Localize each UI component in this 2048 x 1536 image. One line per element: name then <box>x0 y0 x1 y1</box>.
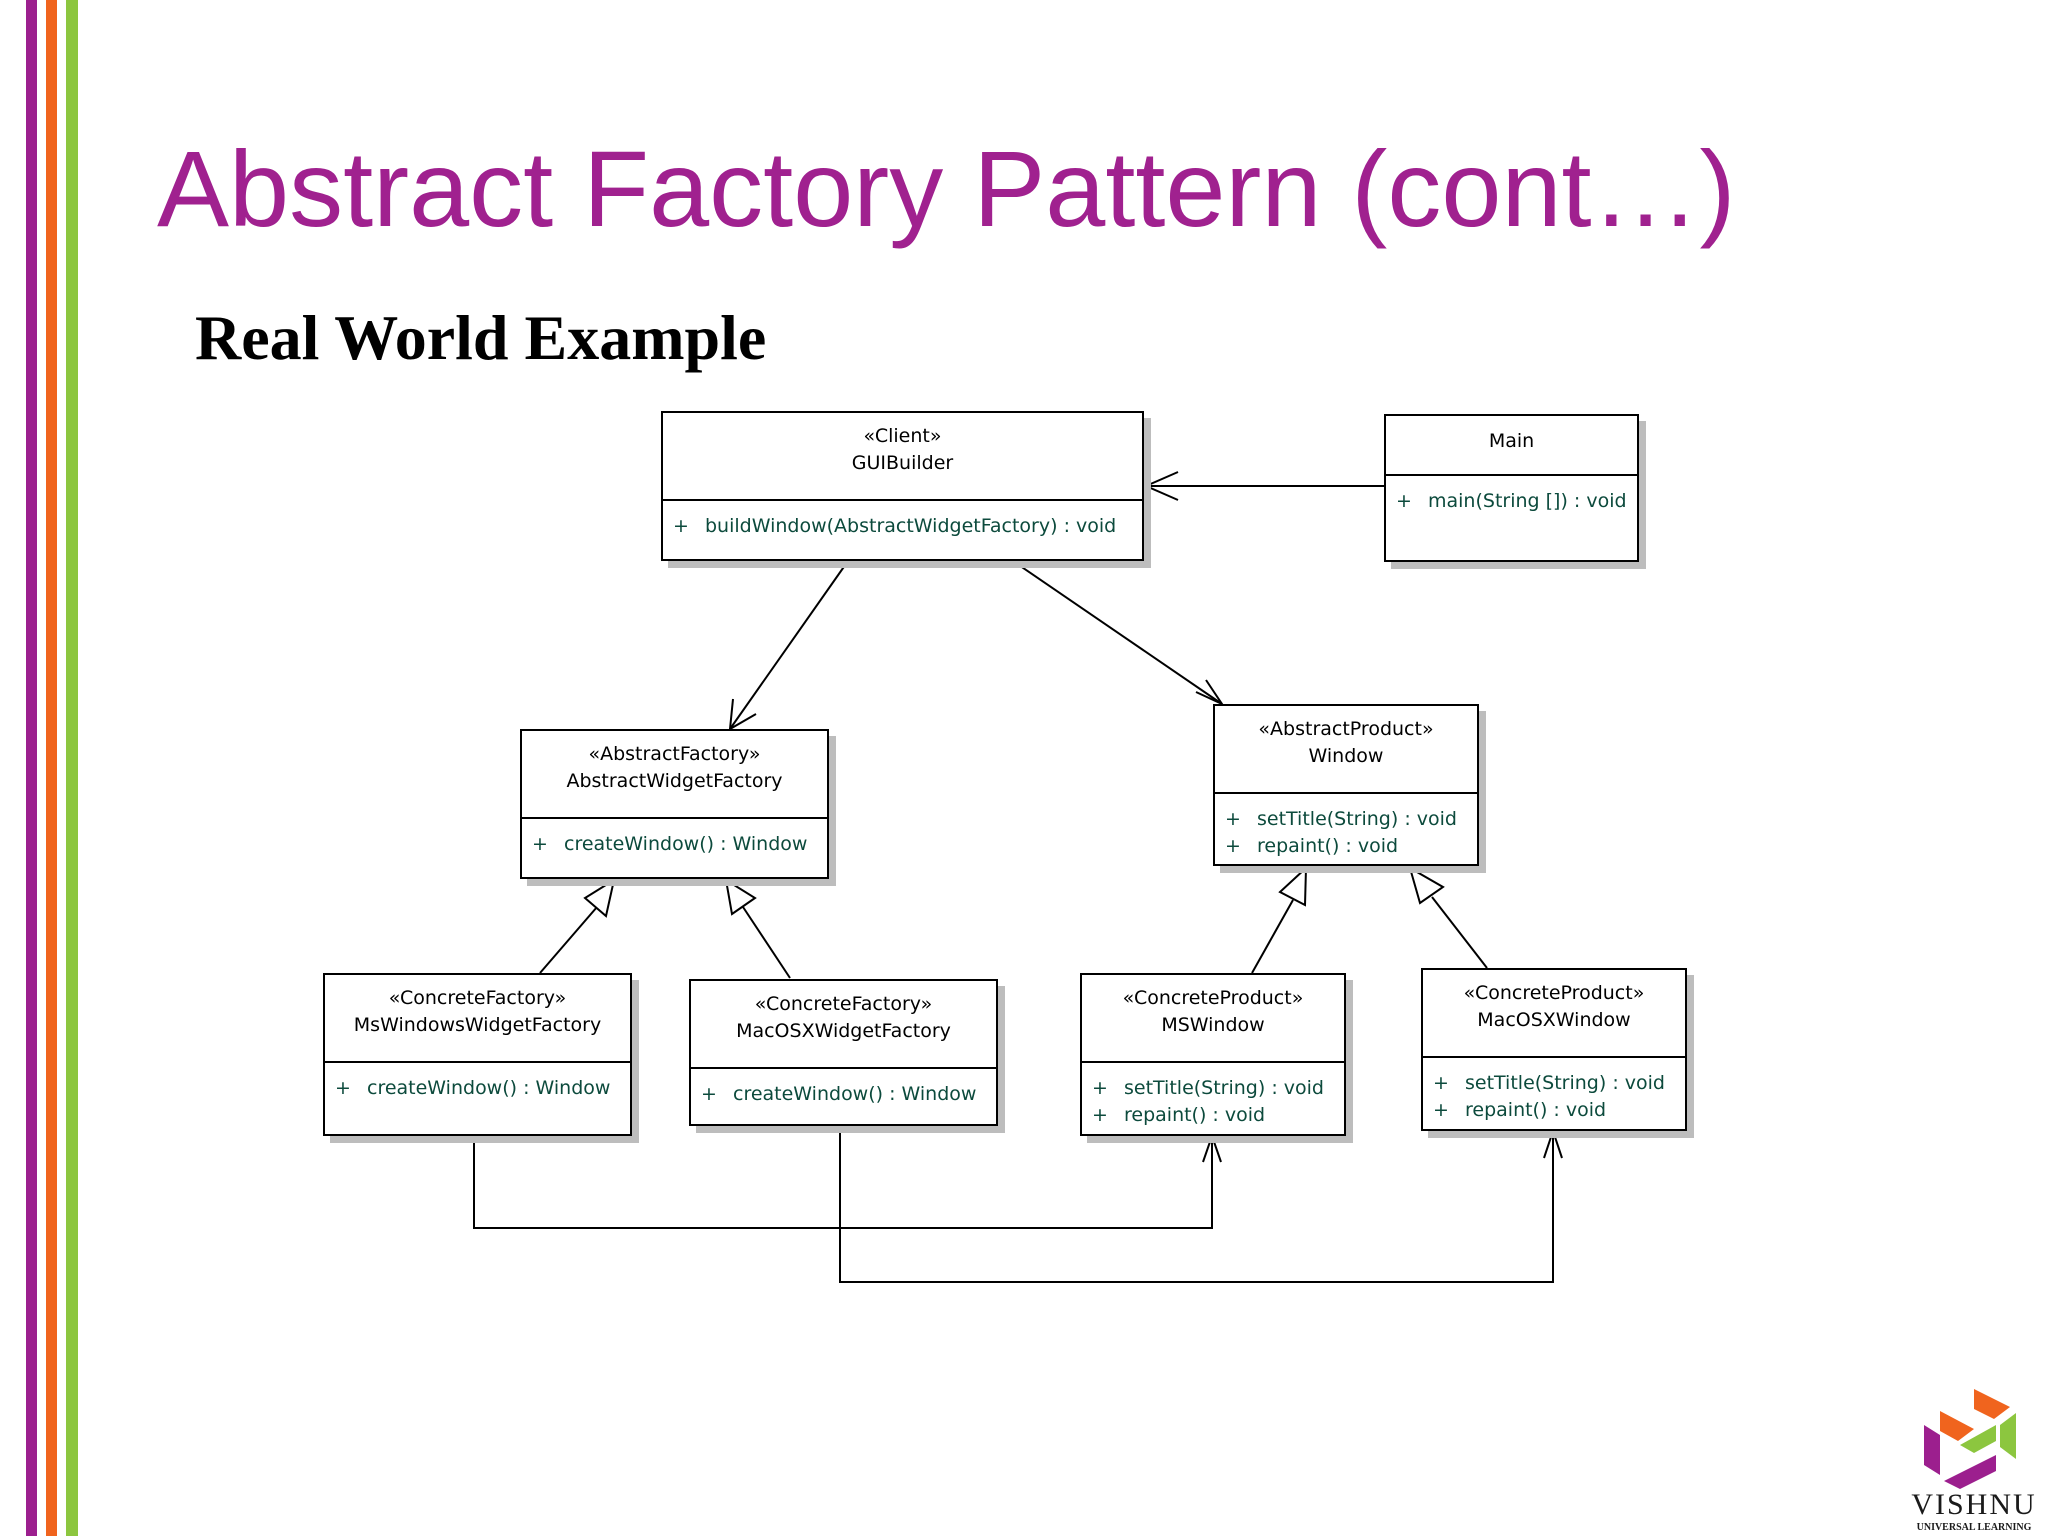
class-name: Main <box>1488 430 1535 452</box>
slide-title: Abstract Factory Pattern (cont…) <box>157 128 1736 249</box>
assoc-guibuilder-window <box>1012 560 1223 705</box>
triangle-mswindow <box>1278 865 1308 907</box>
class-window: «AbstractProduct» Window +setTitle(Strin… <box>1213 704 1479 866</box>
operation: +main(String []) : void <box>1396 490 1627 512</box>
class-name: MSWindow <box>1161 1014 1265 1036</box>
class-header: Main <box>1386 416 1637 474</box>
class-header: «AbstractFactory» AbstractWidgetFactory <box>522 731 827 817</box>
class-mswindow: «ConcreteProduct» MSWindow +setTitle(Str… <box>1080 973 1346 1136</box>
triangle-macosxwindow <box>1408 865 1445 905</box>
operation: +createWindow() : Window <box>532 833 808 855</box>
class-name: MsWindowsWidgetFactory <box>353 1014 602 1036</box>
class-abstractwidgetfactory: «AbstractFactory» AbstractWidgetFactory … <box>520 729 829 879</box>
assoc-guibuilder-factory <box>729 560 849 730</box>
operations: +createWindow() : Window <box>522 817 827 866</box>
operation: +setTitle(String) : void <box>1225 808 1457 830</box>
stereotype: «ConcreteProduct» <box>1122 987 1304 1009</box>
class-name: MacOSXWidgetFactory <box>736 1020 951 1042</box>
slide-subtitle: Real World Example <box>195 302 767 373</box>
class-macosxwindow: «ConcreteProduct» MacOSXWindow +setTitle… <box>1421 968 1687 1131</box>
stereotype: «ConcreteFactory» <box>388 987 567 1009</box>
class-guibuilder: «Client» GUIBuilder +buildWindow(Abstrac… <box>661 411 1144 561</box>
accent-stripe-orange <box>46 0 57 1536</box>
logo-tagline: UNIVERSAL LEARNING <box>1916 1522 2032 1533</box>
stereotype: «ConcreteFactory» <box>754 993 933 1015</box>
generalization-macosxfactory <box>742 906 791 979</box>
triangle-mswindowsfactory <box>583 877 616 918</box>
logo-name: VISHNU <box>1911 1488 2037 1521</box>
class-header: «ConcreteProduct» MSWindow <box>1082 975 1344 1061</box>
generalization-mswindowsfactory <box>539 906 598 974</box>
class-main: Main +main(String []) : void <box>1384 414 1639 562</box>
arrowhead-mswindow <box>1202 1132 1222 1163</box>
operation: +repaint() : void <box>1092 1104 1266 1126</box>
logo-mark-icon <box>1924 1389 2016 1489</box>
operation: +setTitle(String) : void <box>1092 1077 1324 1099</box>
stereotype: «Client» <box>863 425 942 447</box>
class-name: MacOSXWindow <box>1477 1009 1631 1031</box>
operation: +createWindow() : Window <box>701 1083 977 1105</box>
operation: +createWindow() : Window <box>335 1077 611 1099</box>
class-name: Window <box>1308 745 1384 767</box>
generalization-macosxwindow <box>1431 896 1488 969</box>
class-macosxwidgetfactory: «ConcreteFactory» MacOSXWidgetFactory +c… <box>689 979 998 1126</box>
class-header: «ConcreteFactory» MsWindowsWidgetFactory <box>325 975 630 1061</box>
operation: +setTitle(String) : void <box>1433 1072 1665 1094</box>
class-header: «Client» GUIBuilder <box>663 413 1142 499</box>
operations: +createWindow() : Window <box>691 1067 996 1116</box>
operations: +buildWindow(AbstractWidgetFactory) : vo… <box>663 499 1142 548</box>
operation: +buildWindow(AbstractWidgetFactory) : vo… <box>673 515 1117 537</box>
generalization-mswindow <box>1251 899 1294 974</box>
triangle-macosxfactory <box>724 877 757 916</box>
operation: +repaint() : void <box>1225 835 1399 857</box>
dependency-macosxfactory-macosxwindow <box>839 1126 1554 1283</box>
operations: +setTitle(String) : void +repaint() : vo… <box>1215 792 1477 868</box>
arrowhead-guibuilder <box>1143 471 1179 501</box>
stereotype: «AbstractFactory» <box>588 743 761 765</box>
accent-stripe-purple <box>26 0 37 1536</box>
operations: +main(String []) : void <box>1386 474 1637 523</box>
class-header: «ConcreteFactory» MacOSXWidgetFactory <box>691 981 996 1067</box>
arrowhead-macosxwindow <box>1543 1127 1563 1159</box>
operations: +setTitle(String) : void +repaint() : vo… <box>1082 1061 1344 1137</box>
class-mswindowswidgetfactory: «ConcreteFactory» MsWindowsWidgetFactory… <box>323 973 632 1136</box>
vishnu-logo: VISHNU UNIVERSAL LEARNING <box>1900 1385 2048 1536</box>
operations: +createWindow() : Window <box>325 1061 630 1110</box>
accent-stripe-green <box>66 0 78 1536</box>
stereotype: «ConcreteProduct» <box>1463 982 1645 1004</box>
class-name: AbstractWidgetFactory <box>566 770 783 792</box>
operations: +setTitle(String) : void +repaint() : vo… <box>1423 1056 1685 1132</box>
class-header: «AbstractProduct» Window <box>1215 706 1477 792</box>
operation: +repaint() : void <box>1433 1099 1607 1121</box>
class-header: «ConcreteProduct» MacOSXWindow <box>1423 970 1685 1056</box>
stereotype: «AbstractProduct» <box>1258 718 1434 740</box>
class-name: GUIBuilder <box>851 452 954 474</box>
dependency-mswindowsfactory-mswindow <box>473 1136 1213 1229</box>
